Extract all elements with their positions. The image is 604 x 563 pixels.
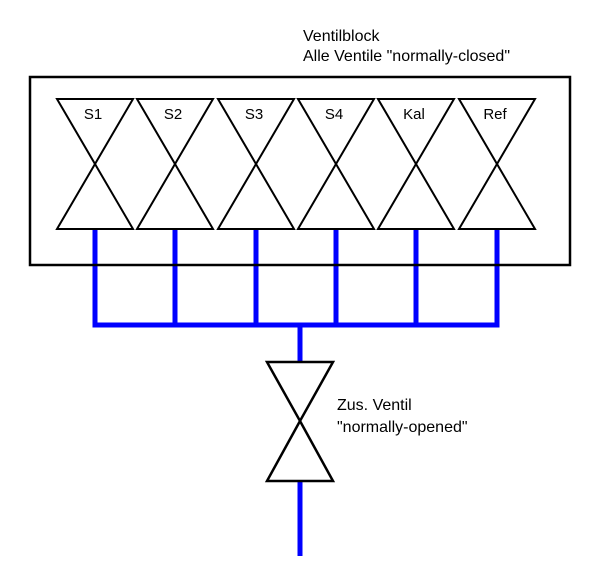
valve-upper-triangle [457, 98, 537, 166]
valve-lower-triangle [376, 162, 456, 230]
valve-label-ref: Ref [483, 106, 507, 123]
valve-lower-triangle [296, 162, 376, 230]
valve-lower-triangle [216, 162, 296, 230]
valve-label-kal: Kal [403, 106, 425, 123]
valve-upper-triangle [376, 98, 456, 166]
valve-lower-triangle [135, 162, 215, 230]
valve-lower-triangle [457, 162, 537, 230]
valve-upper-triangle [135, 98, 215, 166]
valve-label-s1: S1 [84, 106, 102, 123]
valve-s2 [135, 98, 215, 230]
valve-kal [376, 98, 456, 230]
extra-valve [264, 360, 336, 483]
diagram-title-line1: Ventilblock [303, 28, 380, 45]
valve-s3 [216, 98, 296, 230]
valve-s4 [296, 98, 376, 230]
extra-valve-label-line1: Zus. Ventil [337, 397, 412, 414]
pipes [92, 229, 500, 556]
valve-label-s2: S2 [164, 106, 182, 123]
valve-label-s3: S3 [245, 106, 263, 123]
valve-lower-triangle [264, 418, 336, 483]
valve-s1 [55, 98, 135, 230]
valve-upper-triangle [264, 360, 336, 424]
extra-valve-label-line2: "normally-opened" [337, 419, 468, 436]
valve-upper-triangle [55, 98, 135, 166]
valve-upper-triangle [216, 98, 296, 166]
valve-lower-triangle [55, 162, 135, 230]
diagram-title-line2: Alle Ventile "normally-closed" [303, 48, 510, 65]
valve-ref [457, 98, 537, 230]
outlines [28, 75, 572, 483]
valve-label-s4: S4 [325, 106, 343, 123]
valve-block-border [28, 75, 572, 267]
valve-upper-triangle [296, 98, 376, 166]
